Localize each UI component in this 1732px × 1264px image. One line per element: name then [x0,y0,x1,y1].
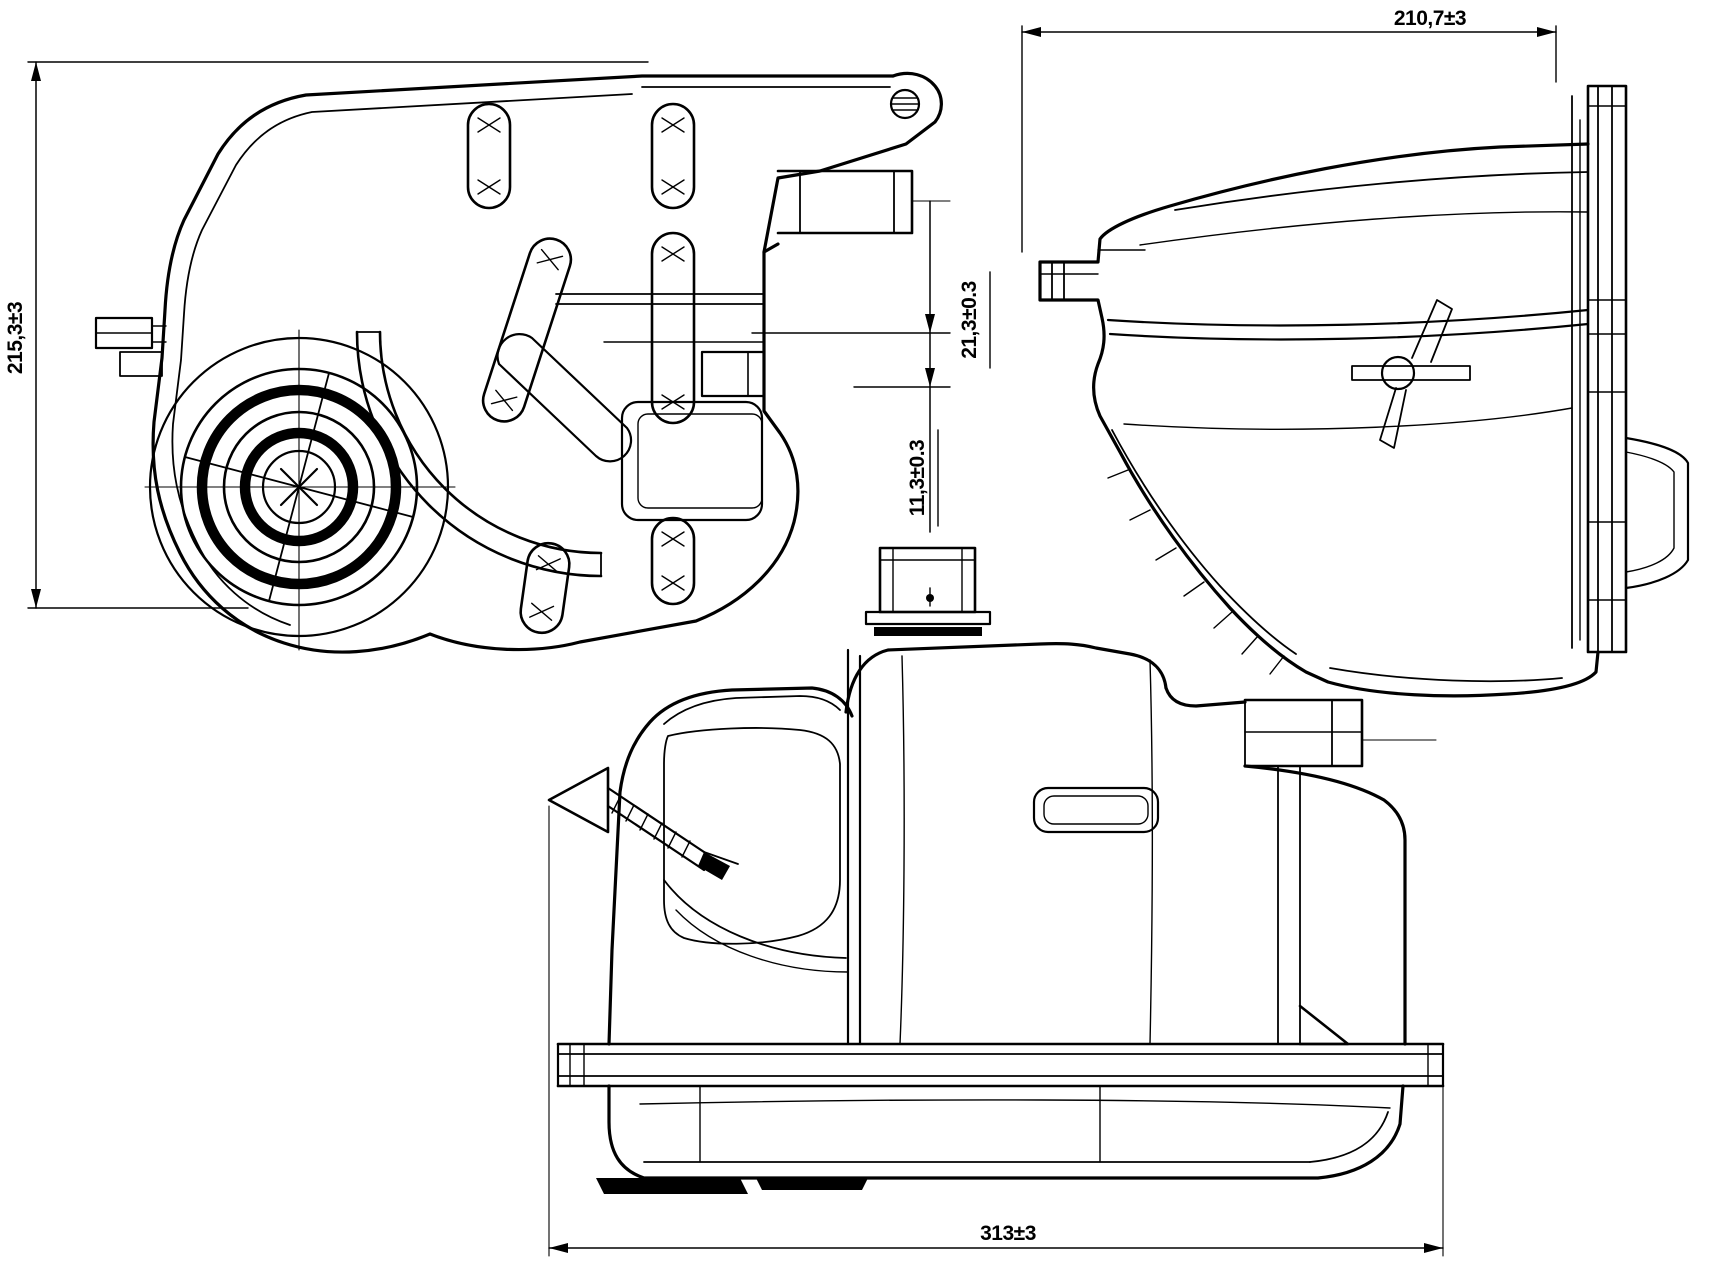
dimension-overall-height: 215,3±3 [4,61,649,609]
lower-outlet-port [700,350,766,398]
overall-height-label: 215,3±3 [4,302,27,374]
side-view [94,71,943,654]
tab-bolt-hole [889,88,921,120]
weld-slots [466,102,696,635]
electrical-connector [864,546,992,636]
dimensions: 215,3±3 210,7±3 21,3±0.3 11,3±0.3 [4,7,1557,1257]
port-offset-a-label: 21,3±0.3 [958,281,981,359]
dimension-port-offset-b: 11,3±0.3 [906,429,939,527]
cross-fitting [1351,299,1471,449]
upper-outlet-pipe [776,169,914,235]
profile-view [1038,84,1690,698]
mounting-plate [1571,84,1628,654]
dimension-overall-depth: 210,7±3 [1021,7,1557,253]
right-outlet-pipe [1243,698,1437,768]
section-arrow [547,766,739,880]
mounting-rail [556,1042,1445,1088]
dimension-overall-width: 313±3 [548,805,1444,1257]
port-offset-b-label: 11,3±0.3 [906,440,929,516]
dimension-port-offset-a: 21,3±0.3 [751,200,991,533]
overall-depth-label: 210,7±3 [1394,7,1466,30]
front-view [547,546,1445,1194]
overall-width-label: 313±3 [980,1222,1036,1245]
filler-cap [144,329,456,651]
left-nipple [94,316,167,377]
